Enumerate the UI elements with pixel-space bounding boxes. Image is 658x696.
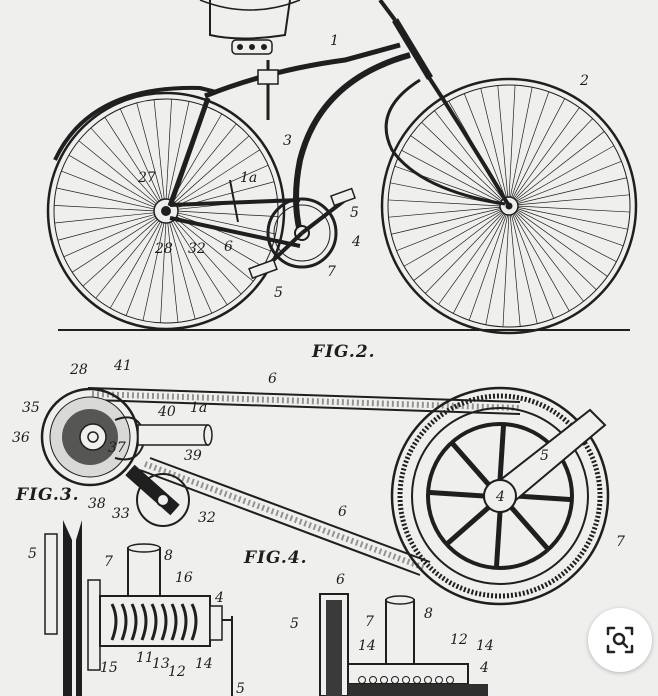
label-pedal-upper: 5 (350, 205, 359, 221)
f4-label-16: 16 (175, 570, 193, 586)
f5-label-6: 6 (336, 572, 345, 588)
f3-label-38: 38 (88, 496, 106, 512)
crank-section-figure: 6 5 7 8 14 12 14 4 (290, 572, 494, 696)
f3-label-40: 40 (157, 404, 176, 420)
label-front-wheel: 2 (579, 73, 589, 89)
f3-label-33: 33 (112, 506, 130, 522)
f3-label-28: 28 (69, 362, 88, 378)
f5-label-14: 14 (358, 638, 376, 654)
f4-label-5: 5 (28, 546, 37, 562)
f4-label-8: 8 (164, 548, 173, 564)
f3-label-35: 35 (22, 400, 40, 416)
f4-label-11: 11 (136, 650, 154, 666)
crank-sprocket (248, 187, 357, 280)
bicycle-frame (167, 0, 511, 248)
f4-label-14: 14 (195, 656, 213, 672)
f3-label-sprocket-rim: 7 (616, 534, 625, 550)
visual-search-icon (606, 626, 634, 654)
label-link: 6 (224, 239, 233, 255)
f3-label-sprocket-hub: 4 (495, 489, 505, 505)
f5-label-8: 8 (424, 606, 433, 622)
large-sprocket (390, 386, 610, 606)
label-rear-hub-a: 27 (137, 170, 156, 186)
f4-label-7: 7 (104, 554, 113, 570)
f4-label-13: 13 (152, 656, 170, 672)
label-crank-hub: 4 (351, 234, 361, 250)
f3-label-41: 41 (113, 358, 132, 374)
figure-caption-3: FIG.3. (15, 485, 80, 505)
f3-label-1a: 1a (190, 400, 207, 416)
hub-section-figure: 5 7 8 16 4 15 11 13 12 14 5 FIG.4. (28, 520, 308, 696)
figure-caption-4: FIG.4. (243, 548, 308, 568)
f3-label-37: 37 (108, 440, 126, 456)
f5-label-4: 4 (479, 660, 489, 676)
f5-label-12: 12 (450, 632, 468, 648)
bicycle-figure: 1 2 3 4 5 5 6 7 27 28 32 1a FIG.2. (46, 0, 638, 362)
front-wheel (380, 77, 638, 335)
f3-label-32: 32 (198, 510, 216, 526)
f5-label-7: 7 (365, 614, 374, 630)
f3-label-36: 36 (12, 430, 30, 446)
label-rear-hub-b: 28 (154, 241, 173, 257)
visual-search-button[interactable] (588, 608, 652, 672)
f3-label-39: 39 (184, 448, 202, 464)
drive-figure: 28 41 35 36 37 40 1a 39 38 33 32 6 6 4 5… (12, 358, 625, 606)
label-rear-hub-c: 32 (188, 241, 206, 257)
f3-label-belt-low: 6 (338, 504, 347, 520)
label-crank-chain: 7 (327, 264, 336, 280)
f4-label-15: 15 (100, 660, 118, 676)
label-rear-fork: 3 (283, 133, 292, 149)
figure-caption-2: FIG.2. (311, 342, 376, 362)
label-frame: 1 (330, 33, 339, 49)
f3-label-crank: 5 (540, 448, 549, 464)
f4-label-5b: 5 (236, 681, 245, 696)
label-pedal-lower: 5 (274, 285, 283, 301)
f4-label-12: 12 (168, 664, 186, 680)
f5-label-5: 5 (290, 616, 299, 632)
f5-label-14b: 14 (476, 638, 494, 654)
f4-label-4: 4 (214, 590, 224, 606)
label-fork-arm: 1a (240, 170, 257, 186)
rear-wheel (46, 91, 286, 331)
f3-label-belt-top: 6 (268, 371, 277, 387)
